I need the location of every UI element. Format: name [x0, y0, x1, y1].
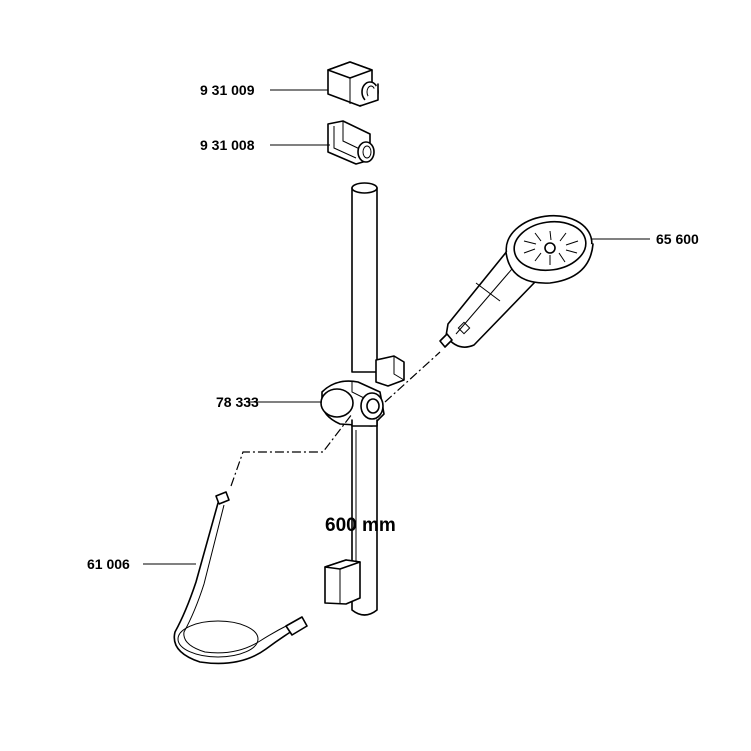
hose — [173, 491, 308, 665]
part-label-hose: 61 006 — [87, 556, 130, 572]
part-label-slider: 78 333 — [216, 394, 259, 410]
slider — [320, 355, 405, 427]
part-label-hand-shower: 65 600 — [656, 231, 699, 247]
lower-wall-bracket — [324, 559, 361, 605]
part-label-bracket-insert: 9 31 008 — [200, 137, 255, 153]
bracket-insert — [327, 120, 375, 165]
leader-lines — [143, 89, 650, 565]
connection-lines — [230, 351, 441, 487]
spray-nozzles — [523, 230, 579, 265]
hand-shower — [439, 214, 594, 348]
wall-bracket-top — [327, 61, 379, 107]
rail-length-label: 600 mm — [325, 515, 396, 536]
part-label-wall-bracket: 9 31 009 — [200, 82, 255, 98]
